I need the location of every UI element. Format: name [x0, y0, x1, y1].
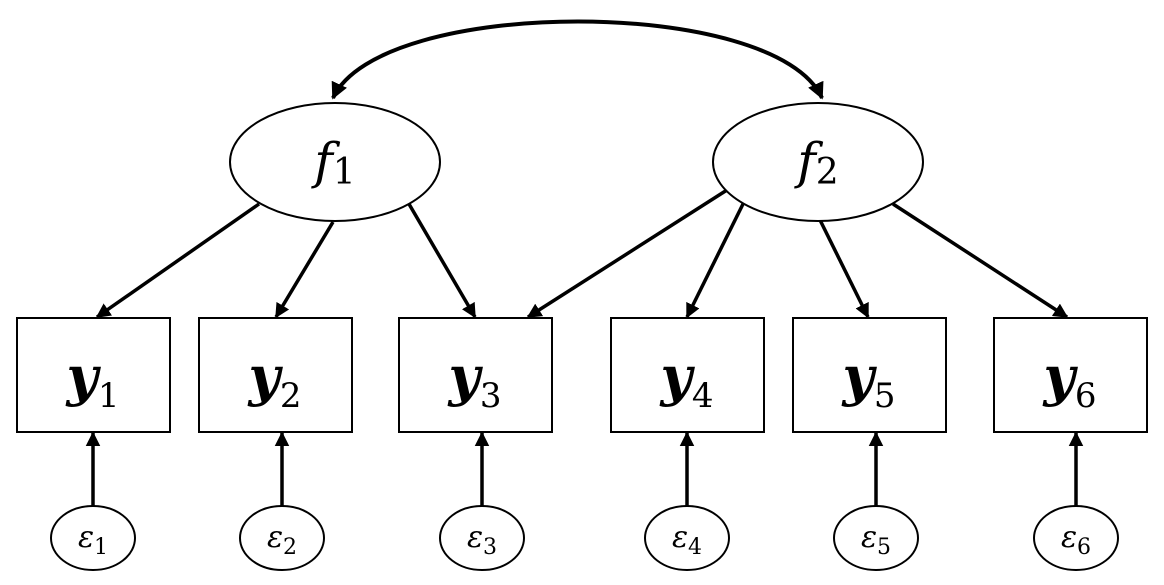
covariance-arrow-f1-f2	[331, 19, 824, 100]
observed-variable-y5: y5	[792, 317, 947, 433]
loading-arrow-f2-y5	[818, 219, 870, 319]
error-symbol: ε	[78, 520, 94, 555]
loading-arrow-f2-y6	[892, 202, 1069, 319]
svg-text:ε6: ε6	[1061, 520, 1091, 560]
latent-factor-f1: f1	[229, 102, 441, 222]
observed-symbol: y	[841, 344, 877, 408]
svg-text:ε1: ε1	[78, 520, 108, 560]
error-term-e6: ε6	[1033, 505, 1119, 571]
svg-text:ε4: ε4	[672, 520, 702, 560]
observed-subscript: 6	[1075, 376, 1097, 416]
error-subscript: 5	[877, 535, 891, 560]
svg-text:y6: y6	[1042, 344, 1096, 416]
loading-arrow-f2-y3	[526, 188, 728, 319]
observed-variable-y4: y4	[610, 317, 765, 433]
observed-variable-y3: y3	[398, 317, 553, 433]
observed-variable-y2: y2	[198, 317, 353, 433]
loading-arrow-f1-y2	[274, 221, 335, 319]
error-subscript: 4	[688, 535, 702, 560]
svg-text:f2: f2	[793, 132, 838, 193]
observed-symbol: y	[65, 344, 101, 408]
observed-subscript: 2	[280, 376, 302, 416]
error-subscript: 3	[483, 535, 497, 560]
latent-subscript: 2	[816, 152, 839, 193]
svg-text:y1: y1	[65, 344, 119, 416]
loading-arrow-f2-y4	[685, 203, 745, 319]
error-term-e2: ε2	[239, 505, 325, 571]
error-symbol: ε	[1061, 520, 1077, 555]
error-symbol: ε	[672, 520, 688, 555]
observed-subscript: 3	[480, 376, 502, 416]
observed-symbol: y	[1042, 344, 1078, 408]
error-symbol: ε	[861, 520, 877, 555]
observed-symbol: y	[659, 344, 695, 408]
observed-subscript: 1	[98, 376, 120, 416]
error-subscript: 1	[94, 535, 108, 560]
error-term-e4: ε4	[644, 505, 730, 571]
svg-text:ε3: ε3	[467, 520, 497, 560]
error-term-e1: ε1	[50, 505, 136, 571]
observed-subscript: 5	[874, 376, 896, 416]
observed-variable-y6: y6	[993, 317, 1148, 433]
error-term-e5: ε5	[833, 505, 919, 571]
svg-text:ε2: ε2	[267, 520, 297, 560]
observed-variable-y1: y1	[16, 317, 171, 433]
svg-text:ε5: ε5	[861, 520, 891, 560]
loading-arrow-f1-y3	[407, 203, 477, 319]
svg-text:y4: y4	[659, 344, 713, 416]
svg-text:y5: y5	[841, 344, 895, 416]
loading-arrow-f1-y1	[95, 202, 261, 319]
latent-subscript: 1	[333, 152, 356, 193]
latent-factor-f2: f2	[712, 102, 924, 222]
svg-text:y3: y3	[447, 344, 501, 416]
observed-subscript: 4	[692, 376, 714, 416]
svg-text:y2: y2	[247, 344, 301, 416]
error-subscript: 2	[283, 535, 297, 560]
error-subscript: 6	[1077, 535, 1091, 560]
error-term-e3: ε3	[439, 505, 525, 571]
observed-symbol: y	[447, 344, 483, 408]
error-symbol: ε	[267, 520, 283, 555]
observed-symbol: y	[247, 344, 283, 408]
error-symbol: ε	[467, 520, 483, 555]
